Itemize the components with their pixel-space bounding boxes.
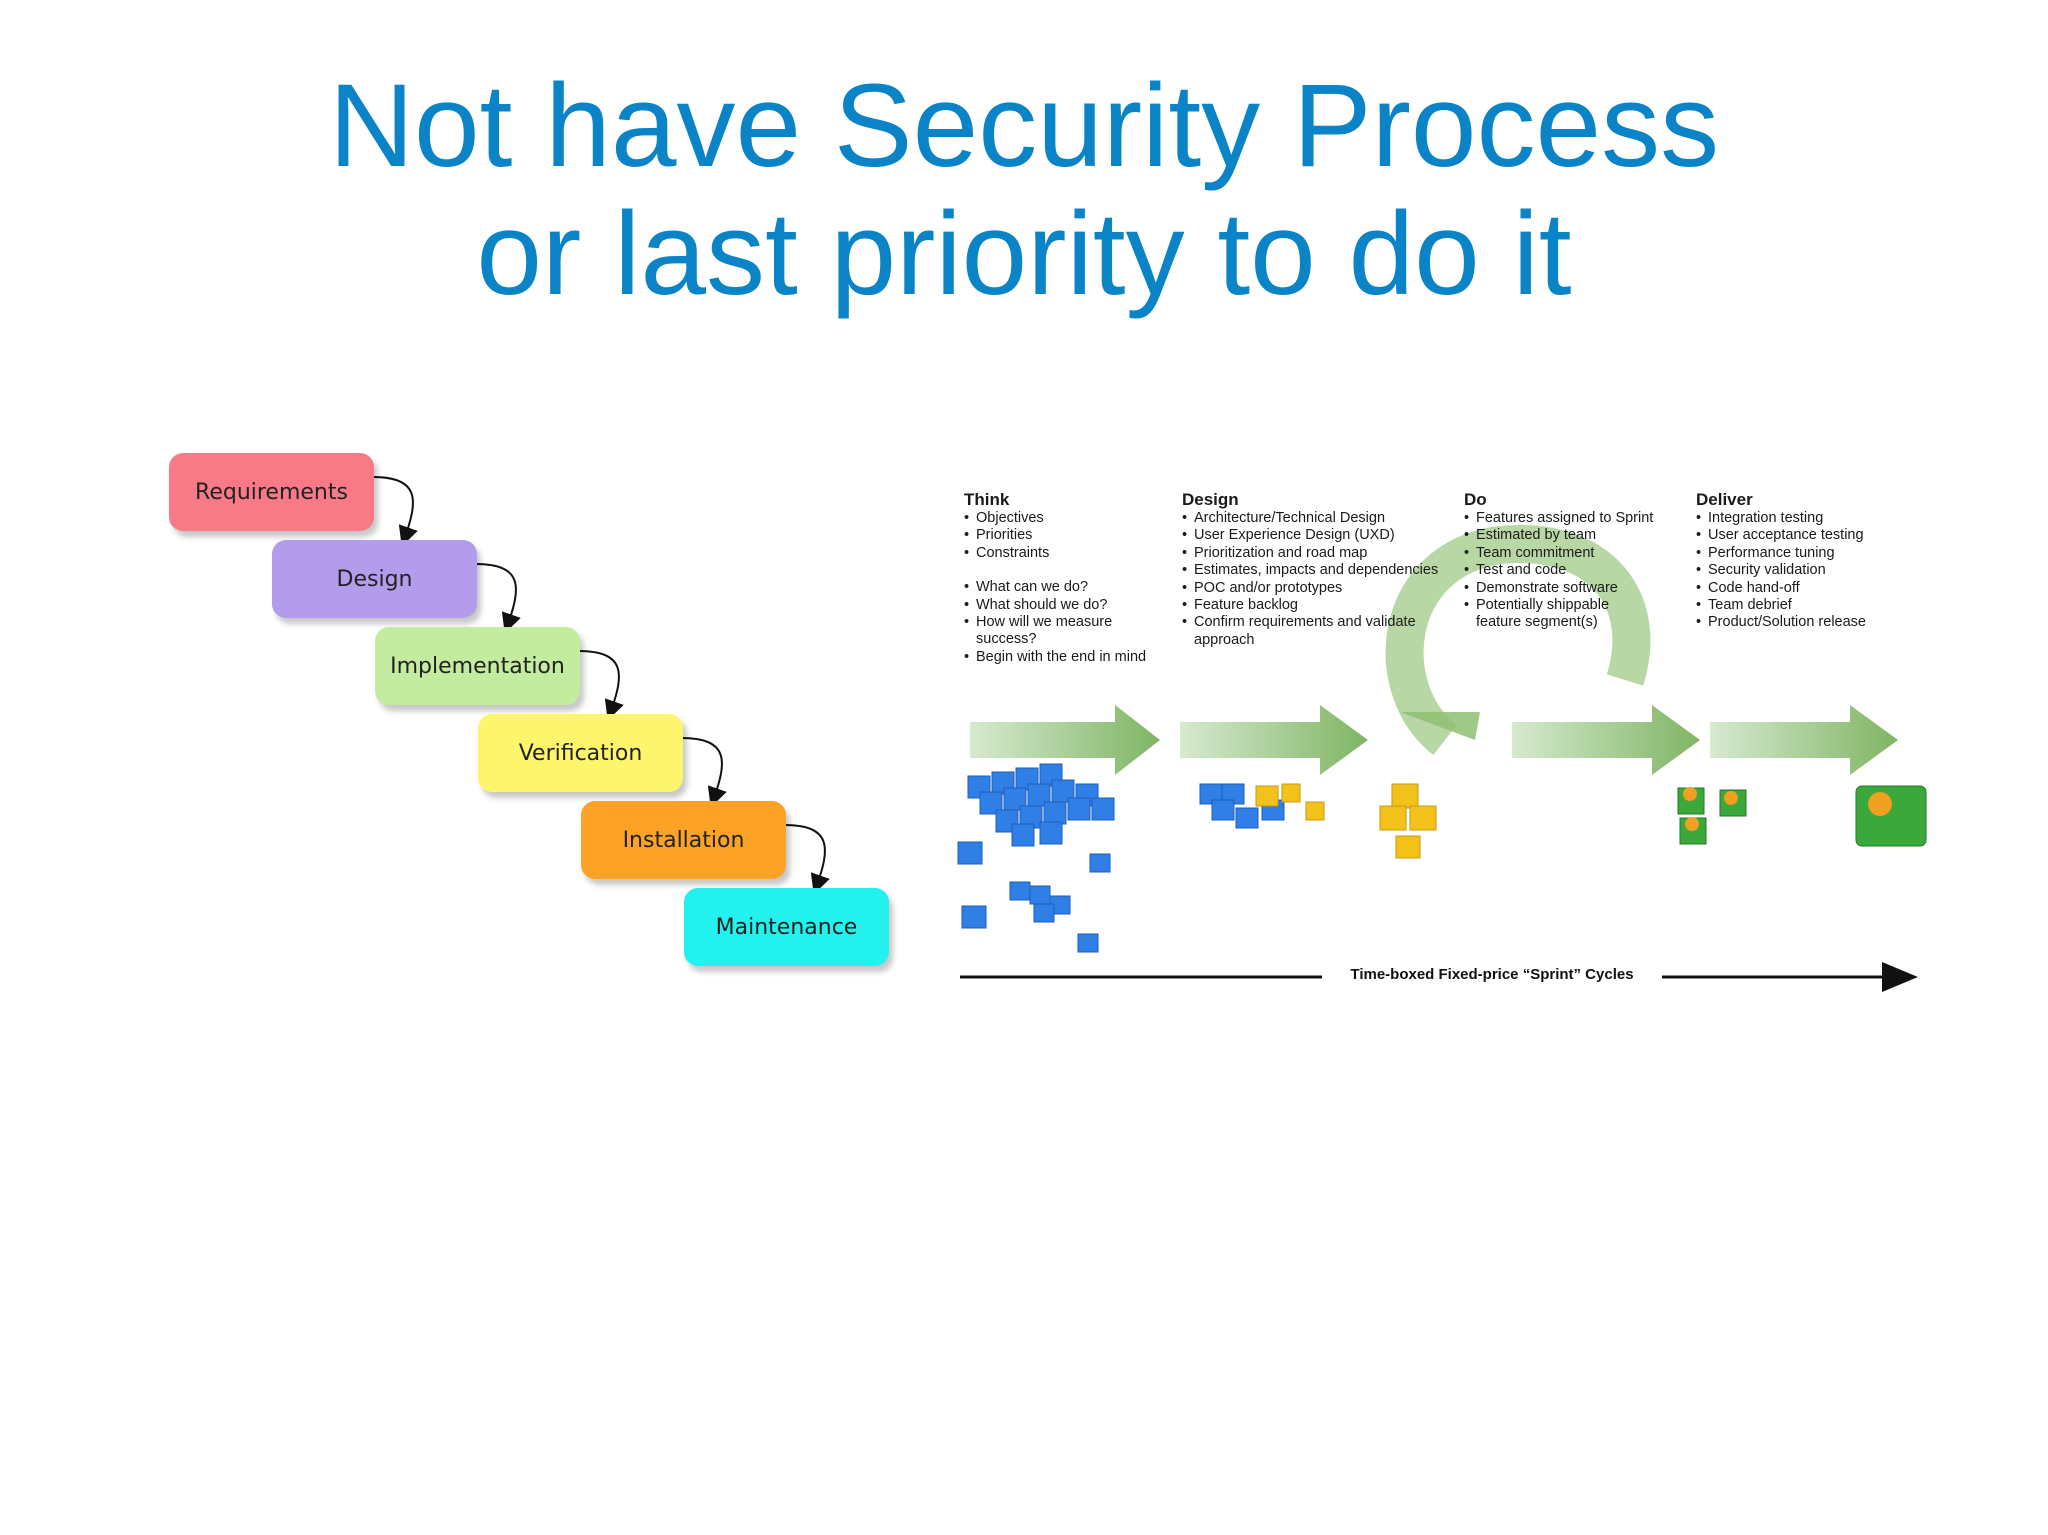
step-implementation: Implementation <box>375 627 580 705</box>
column-items: Architecture/Technical Design User Exper… <box>1182 510 1442 649</box>
flow-arrow-deliver <box>1710 705 1898 775</box>
column-heading: Think <box>964 490 1010 509</box>
column-deliver: Deliver Integration testing User accepta… <box>1696 490 1876 632</box>
list-item: Estimates, impacts and dependencies <box>1182 562 1442 580</box>
connector-arrow-1 <box>371 476 418 547</box>
step-design: Design <box>272 540 477 618</box>
list-item: Demonstrate software <box>1464 580 1654 598</box>
title-line-2: or last priority to do it <box>476 188 1572 320</box>
column-heading: Deliver <box>1696 490 1753 509</box>
list-item: Architecture/Technical Design <box>1182 510 1442 528</box>
connector-arrow-4 <box>680 737 727 808</box>
flow-arrow-think <box>970 705 1160 775</box>
column-design: Design Architecture/Technical Design Use… <box>1182 490 1442 649</box>
list-item: User acceptance testing <box>1696 527 1876 545</box>
column-items: Integration testing User acceptance test… <box>1696 510 1876 632</box>
timeline-label: Time-boxed Fixed-price “Sprint” Cycles <box>1322 966 1662 983</box>
column-think: Think Objectives Priorities Constraints … <box>964 490 1169 667</box>
yellow-cube-cluster <box>1379 783 1437 859</box>
list-item: Prioritization and road map <box>1182 545 1442 563</box>
list-item: Integration testing <box>1696 510 1876 528</box>
list-item: What should we do? <box>964 597 1169 615</box>
list-item: Product/Solution release <box>1696 614 1876 632</box>
flow-arrow-do <box>1512 705 1700 775</box>
connector-arrow-2 <box>474 563 521 634</box>
column-items: Features assigned to Sprint Estimated by… <box>1464 510 1654 632</box>
title-line-1: Not have Security Process <box>328 60 1720 192</box>
list-item: What can we do? <box>964 579 1169 597</box>
list-item: Potentially shippable feature segment(s) <box>1464 597 1654 632</box>
column-do: Do Features assigned to Sprint Estimated… <box>1464 490 1654 632</box>
list-item: Estimated by team <box>1464 527 1654 545</box>
step-installation: Installation <box>581 801 786 879</box>
list-item: Security validation <box>1696 562 1876 580</box>
step-label: Verification <box>518 740 643 766</box>
connector-arrow-3 <box>577 650 624 721</box>
list-item: How will we measure success? <box>964 614 1169 649</box>
list-item: Feature backlog <box>1182 597 1442 615</box>
blue-yellow-cube-cluster <box>1199 783 1325 829</box>
list-item: Code hand-off <box>1696 580 1876 598</box>
step-maintenance: Maintenance <box>684 888 889 966</box>
list-item: Performance tuning <box>1696 545 1876 563</box>
blue-cube-scatter <box>957 841 1111 953</box>
list-item: User Experience Design (UXD) <box>1182 527 1442 545</box>
list-item: Priorities <box>964 527 1169 545</box>
blue-cube-cluster-large <box>967 763 1115 847</box>
list-item: Begin with the end in mind <box>964 649 1169 667</box>
step-requirements: Requirements <box>169 453 374 531</box>
waterfall-connectors <box>371 476 830 895</box>
step-label: Design <box>336 566 413 592</box>
column-heading: Do <box>1464 490 1487 509</box>
flow-arrow-design <box>1180 705 1368 775</box>
step-verification: Verification <box>478 714 683 792</box>
connector-arrow-5 <box>783 824 830 895</box>
green-cube-large <box>1855 785 1927 847</box>
step-label: Requirements <box>195 479 348 505</box>
green-cube-cluster <box>1677 787 1747 845</box>
list-item: Constraints <box>964 545 1169 563</box>
column-heading: Design <box>1182 490 1239 509</box>
step-label: Installation <box>622 827 745 853</box>
slide-title: Not have Security Process or last priori… <box>0 62 2048 318</box>
step-label: Implementation <box>390 653 565 679</box>
list-item: Team debrief <box>1696 597 1876 615</box>
list-item: Team commitment <box>1464 545 1654 563</box>
list-item: POC and/or prototypes <box>1182 580 1442 598</box>
step-label: Maintenance <box>715 914 858 940</box>
list-item: Features assigned to Sprint <box>1464 510 1654 528</box>
list-item: Test and code <box>1464 562 1654 580</box>
cycle-loop-arrowhead <box>1400 712 1480 740</box>
list-item: Objectives <box>964 510 1169 528</box>
column-items: Objectives Priorities Constraints What c… <box>964 510 1169 667</box>
list-item: Confirm requirements and validate approa… <box>1182 614 1442 649</box>
